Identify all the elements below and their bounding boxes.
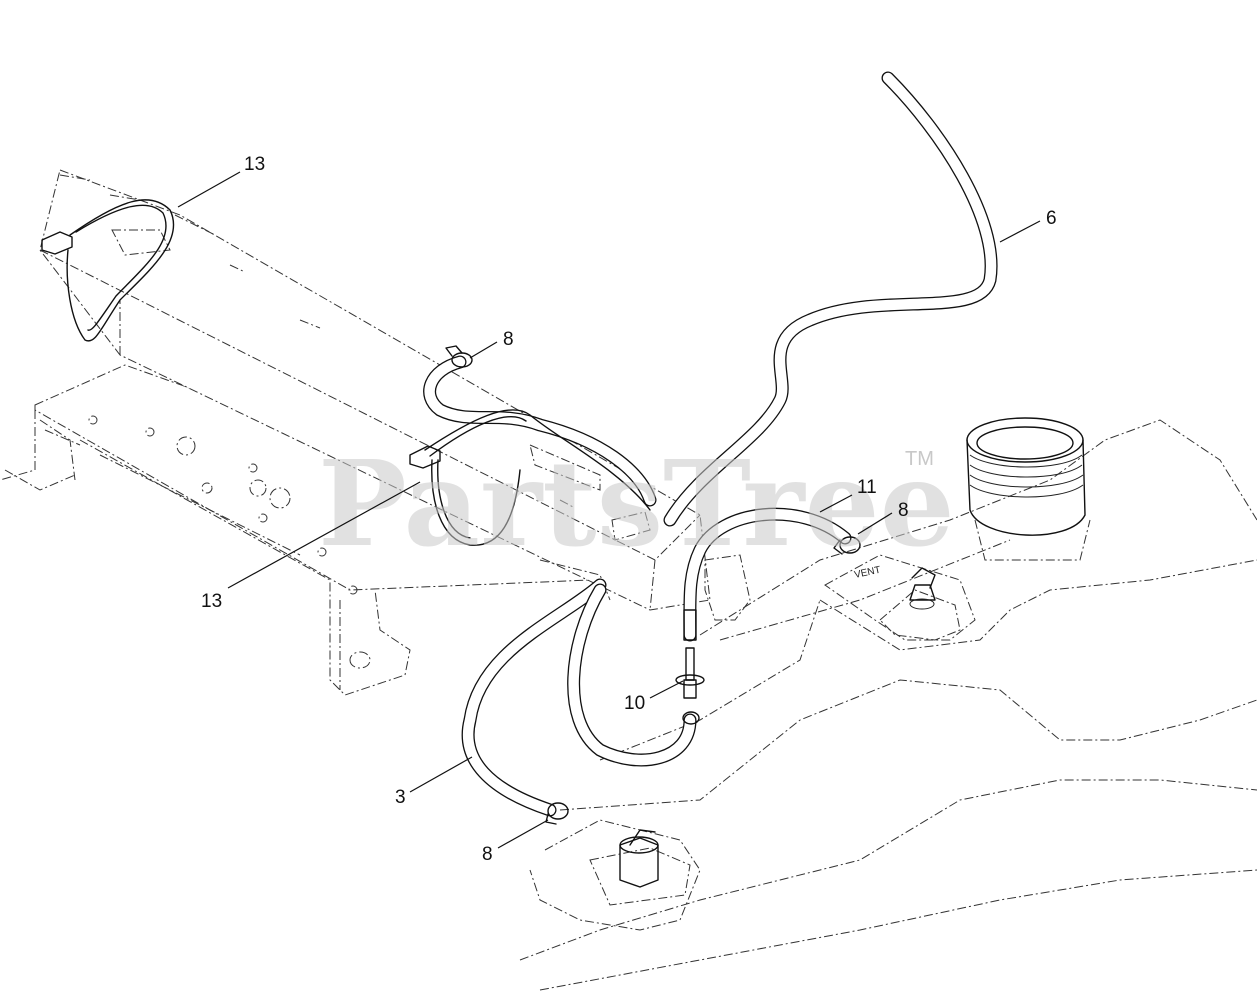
hose-upper [423,355,657,507]
callout-leaders [177,171,1041,849]
main-beam [39,169,711,611]
hose-3 [461,578,607,817]
hose-return [567,583,697,767]
cable-tie-left [41,199,175,342]
callout-labels: 13 13 8 8 8 6 11 10 3 [201,154,1057,865]
fuel-tank: VENT [519,417,1257,991]
callout-13-middle: 13 [201,591,222,612]
callout-8-lower: 8 [482,844,493,865]
cable-tie-middle [409,409,651,546]
watermark-tm: TM [905,448,934,470]
hose-6 [663,71,998,527]
hose-clamp-upper [445,345,473,368]
callout-6: 6 [1046,208,1057,229]
hose-fittings [675,554,751,725]
callout-8-upper: 8 [503,329,514,350]
callout-8-right: 8 [898,500,909,521]
watermark-text: PartsTree [318,434,955,573]
hose-11 [683,507,852,642]
callout-13-top: 13 [244,154,265,175]
hose-clamp-right [833,536,861,555]
watermark: PartsTree TM [318,434,955,573]
callout-3: 3 [395,787,406,808]
tank-vent-label: VENT [853,565,881,581]
hose-clamp-lower [545,802,569,825]
callout-10: 10 [624,693,645,714]
callout-11: 11 [857,477,877,498]
